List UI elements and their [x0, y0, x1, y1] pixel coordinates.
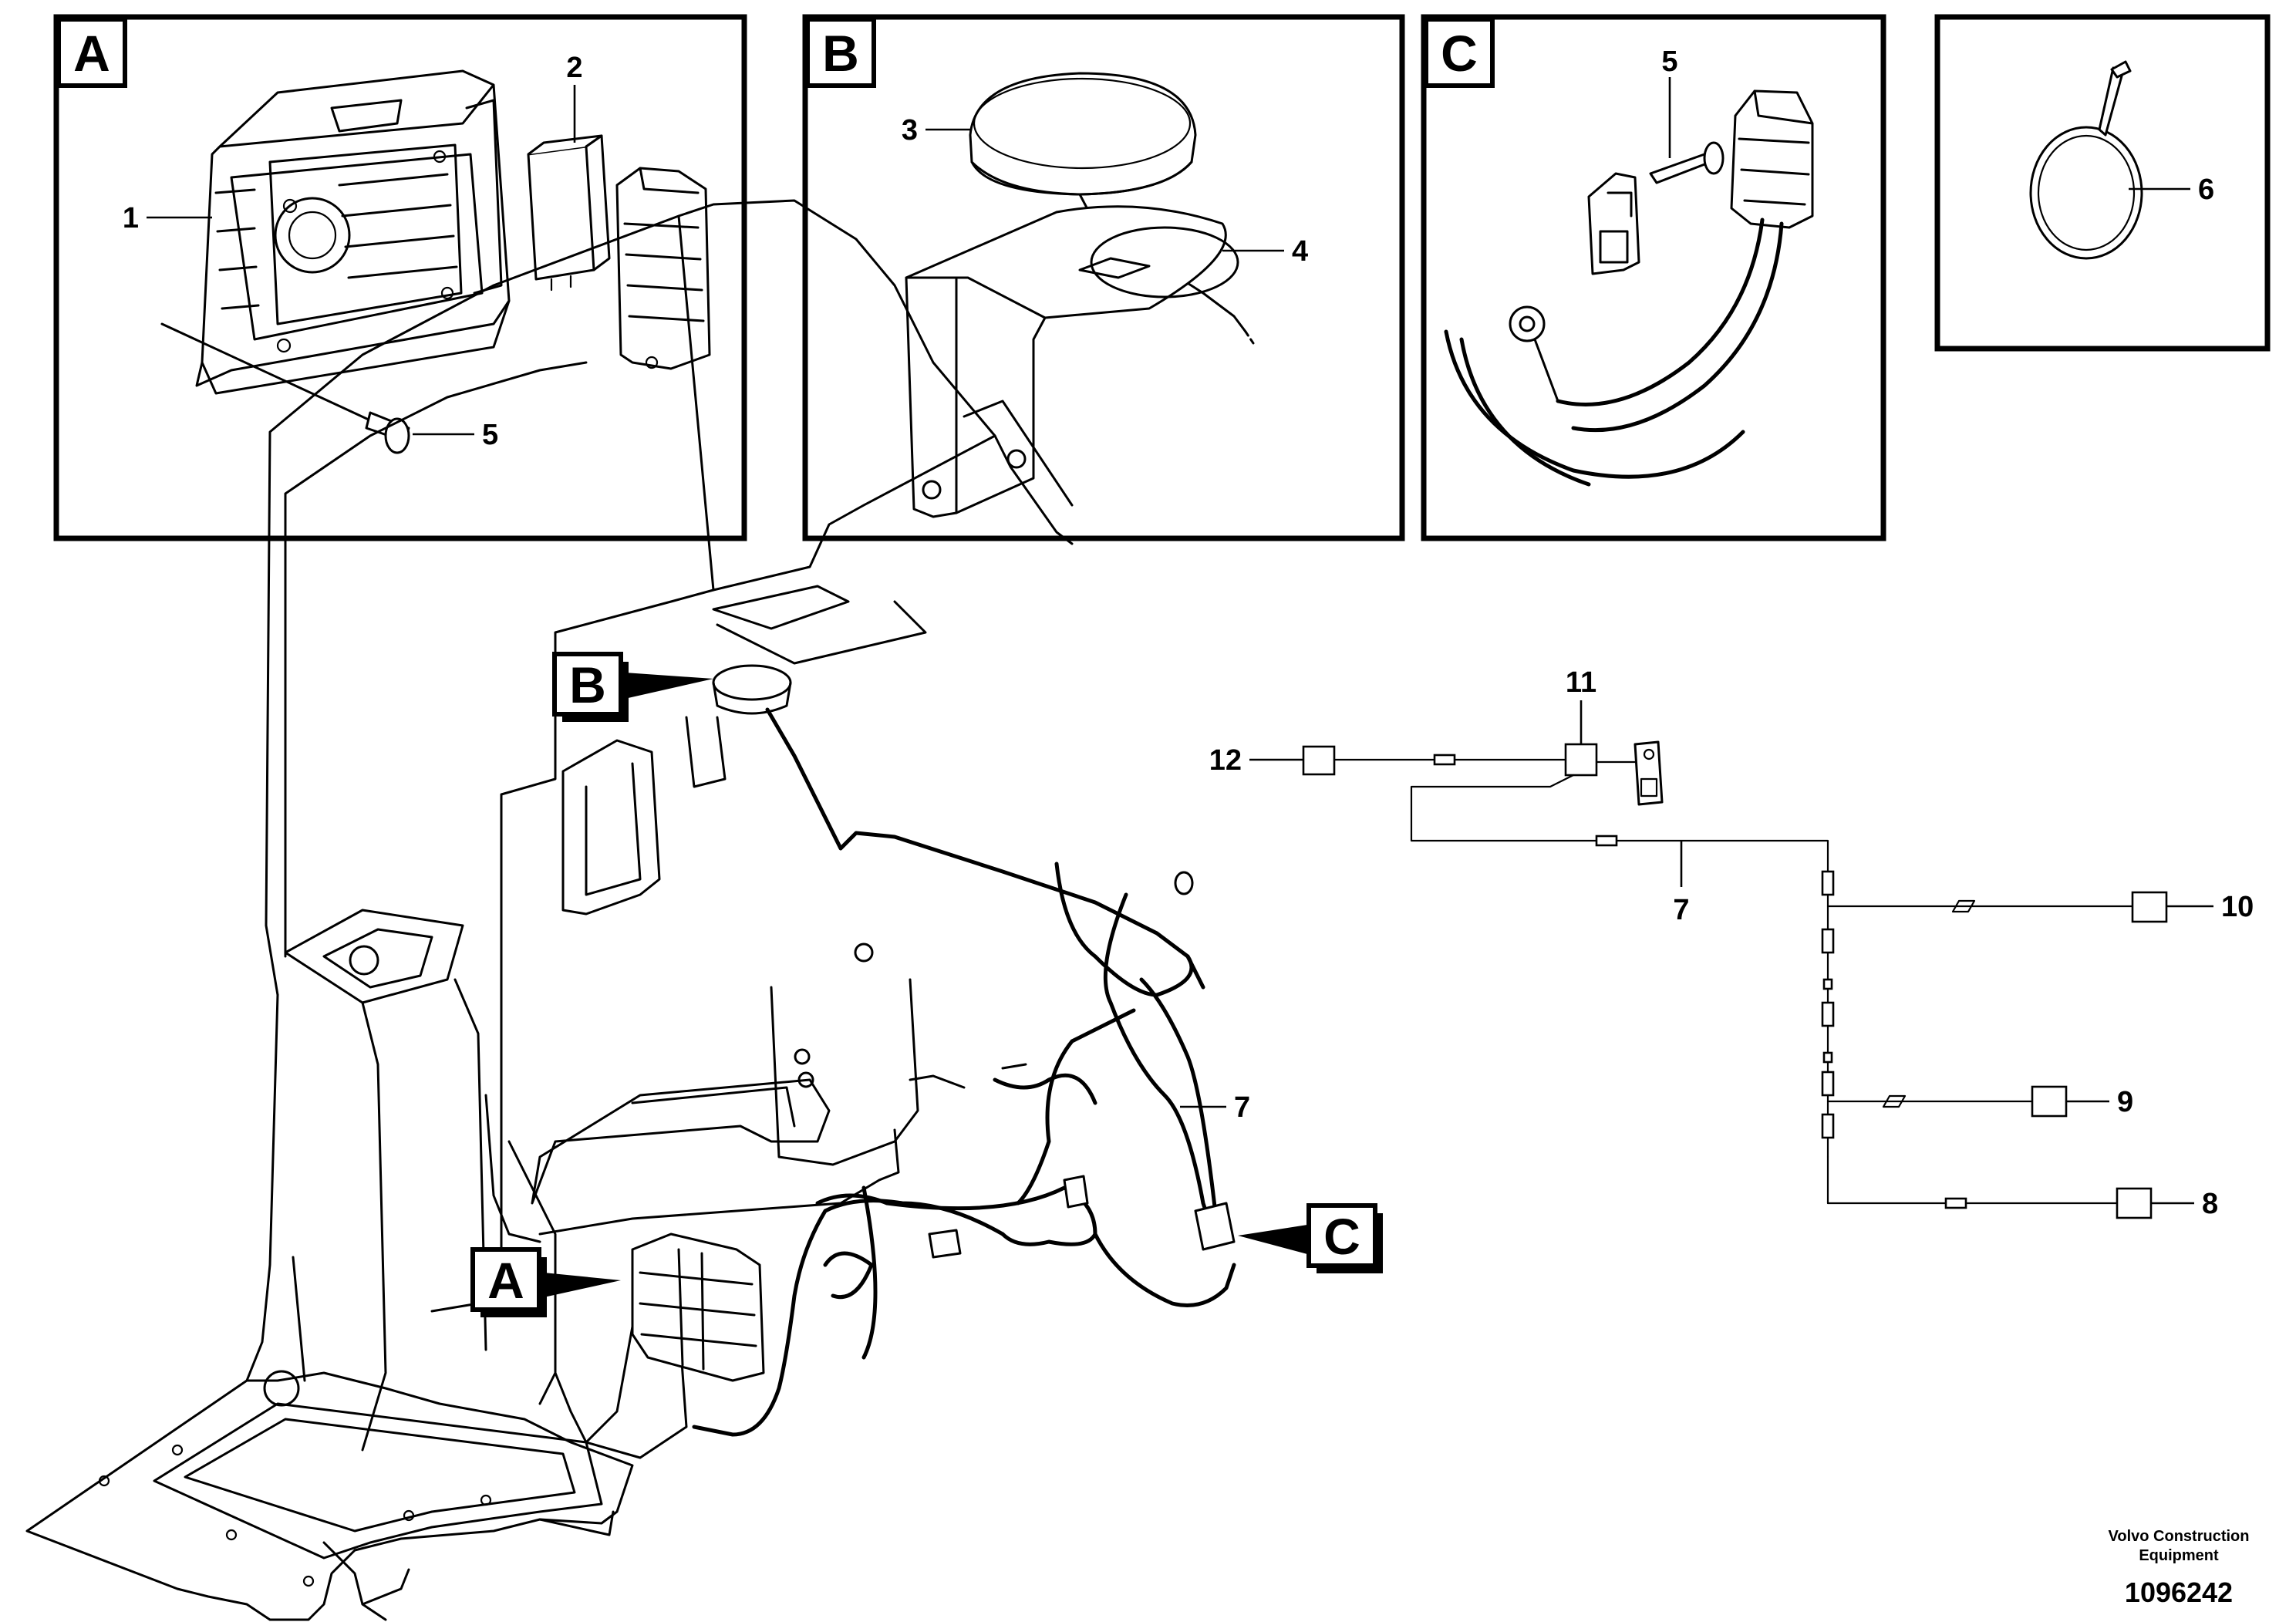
bracket-drawing	[905, 205, 1239, 518]
publisher-line-1: Volvo Construction	[2109, 1528, 2250, 1545]
callout-12: 12	[1209, 744, 1242, 777]
schematic-connector-9	[2031, 1085, 2068, 1118]
detail-b-tag: B	[822, 25, 859, 82]
callout-7-schematic: 7	[1673, 894, 1689, 926]
relay-drawing	[527, 134, 611, 292]
cab-tag-b: B	[569, 656, 606, 713]
cab-tag-b-group: B	[552, 652, 713, 722]
cab-tag-a: A	[487, 1252, 524, 1309]
cab-control-unit	[631, 1233, 765, 1382]
cab-tag-a-group: A	[470, 1247, 621, 1317]
cab-tag-b-box	[552, 652, 623, 717]
cab-tag-c: C	[1323, 1208, 1360, 1265]
schematic-fuse-mid	[1595, 835, 1618, 847]
callout-4: 4	[1292, 235, 1308, 268]
callout-9: 9	[2117, 1086, 2133, 1118]
harness-schematic	[1249, 700, 2213, 1219]
detail-a-panel: A 1 2	[53, 14, 747, 541]
connector-drawing	[1444, 89, 1814, 487]
detail-c-tag: C	[1441, 25, 1478, 82]
cable-tie-drawing	[2029, 60, 2143, 260]
callout-5-c: 5	[1661, 46, 1677, 78]
cab-tag-a-box	[470, 1247, 541, 1312]
side-connector-drawing	[615, 167, 711, 370]
detail-tie-panel: 6	[1934, 14, 2271, 352]
schematic-fuse-top	[1433, 754, 1456, 766]
schematic-clip	[1633, 740, 1664, 806]
detail-a-tag: A	[73, 25, 110, 82]
publisher-line-2: Equipment	[2139, 1547, 2219, 1564]
schematic-connector-8	[2116, 1187, 2153, 1219]
callout-11: 11	[1566, 666, 1596, 699]
schematic-connector-11	[1564, 743, 1598, 777]
cab-tag-c-box	[1306, 1203, 1377, 1268]
schematic-connector-12	[1302, 745, 1336, 776]
detail-a-tag-box	[56, 17, 127, 88]
cab-tag-c-group: C	[1238, 1203, 1383, 1273]
callout-10: 10	[2221, 891, 2254, 923]
antenna-drawing	[969, 72, 1255, 345]
detail-c-tag-box	[1424, 17, 1495, 88]
detail-c-panel: C 5	[1421, 14, 1886, 541]
cab-illustration	[25, 199, 1074, 1621]
callout-5-a: 5	[482, 419, 498, 451]
schematic-connector-10	[2131, 891, 2168, 923]
callout-6: 6	[2198, 174, 2214, 206]
callout-1: 1	[123, 202, 139, 234]
detail-b-tag-box	[805, 17, 876, 88]
callout-7-main: 7	[1234, 1091, 1250, 1124]
detail-tie-frame	[1934, 14, 2271, 352]
detail-b-panel: B 3 4	[802, 14, 1405, 541]
detail-b-frame	[802, 14, 1405, 541]
callout-8: 8	[2202, 1188, 2218, 1220]
detail-c-frame	[1421, 14, 1886, 541]
control-unit-drawing	[195, 69, 511, 395]
screw-drawing-a	[160, 322, 410, 454]
drawing-number: 1096242	[2125, 1576, 2233, 1608]
wire-harness-drawing	[692, 707, 1236, 1437]
detail-a-frame	[53, 14, 747, 541]
callout-3: 3	[902, 114, 918, 147]
clip-drawing	[1587, 141, 1725, 275]
callout-2: 2	[566, 52, 582, 84]
